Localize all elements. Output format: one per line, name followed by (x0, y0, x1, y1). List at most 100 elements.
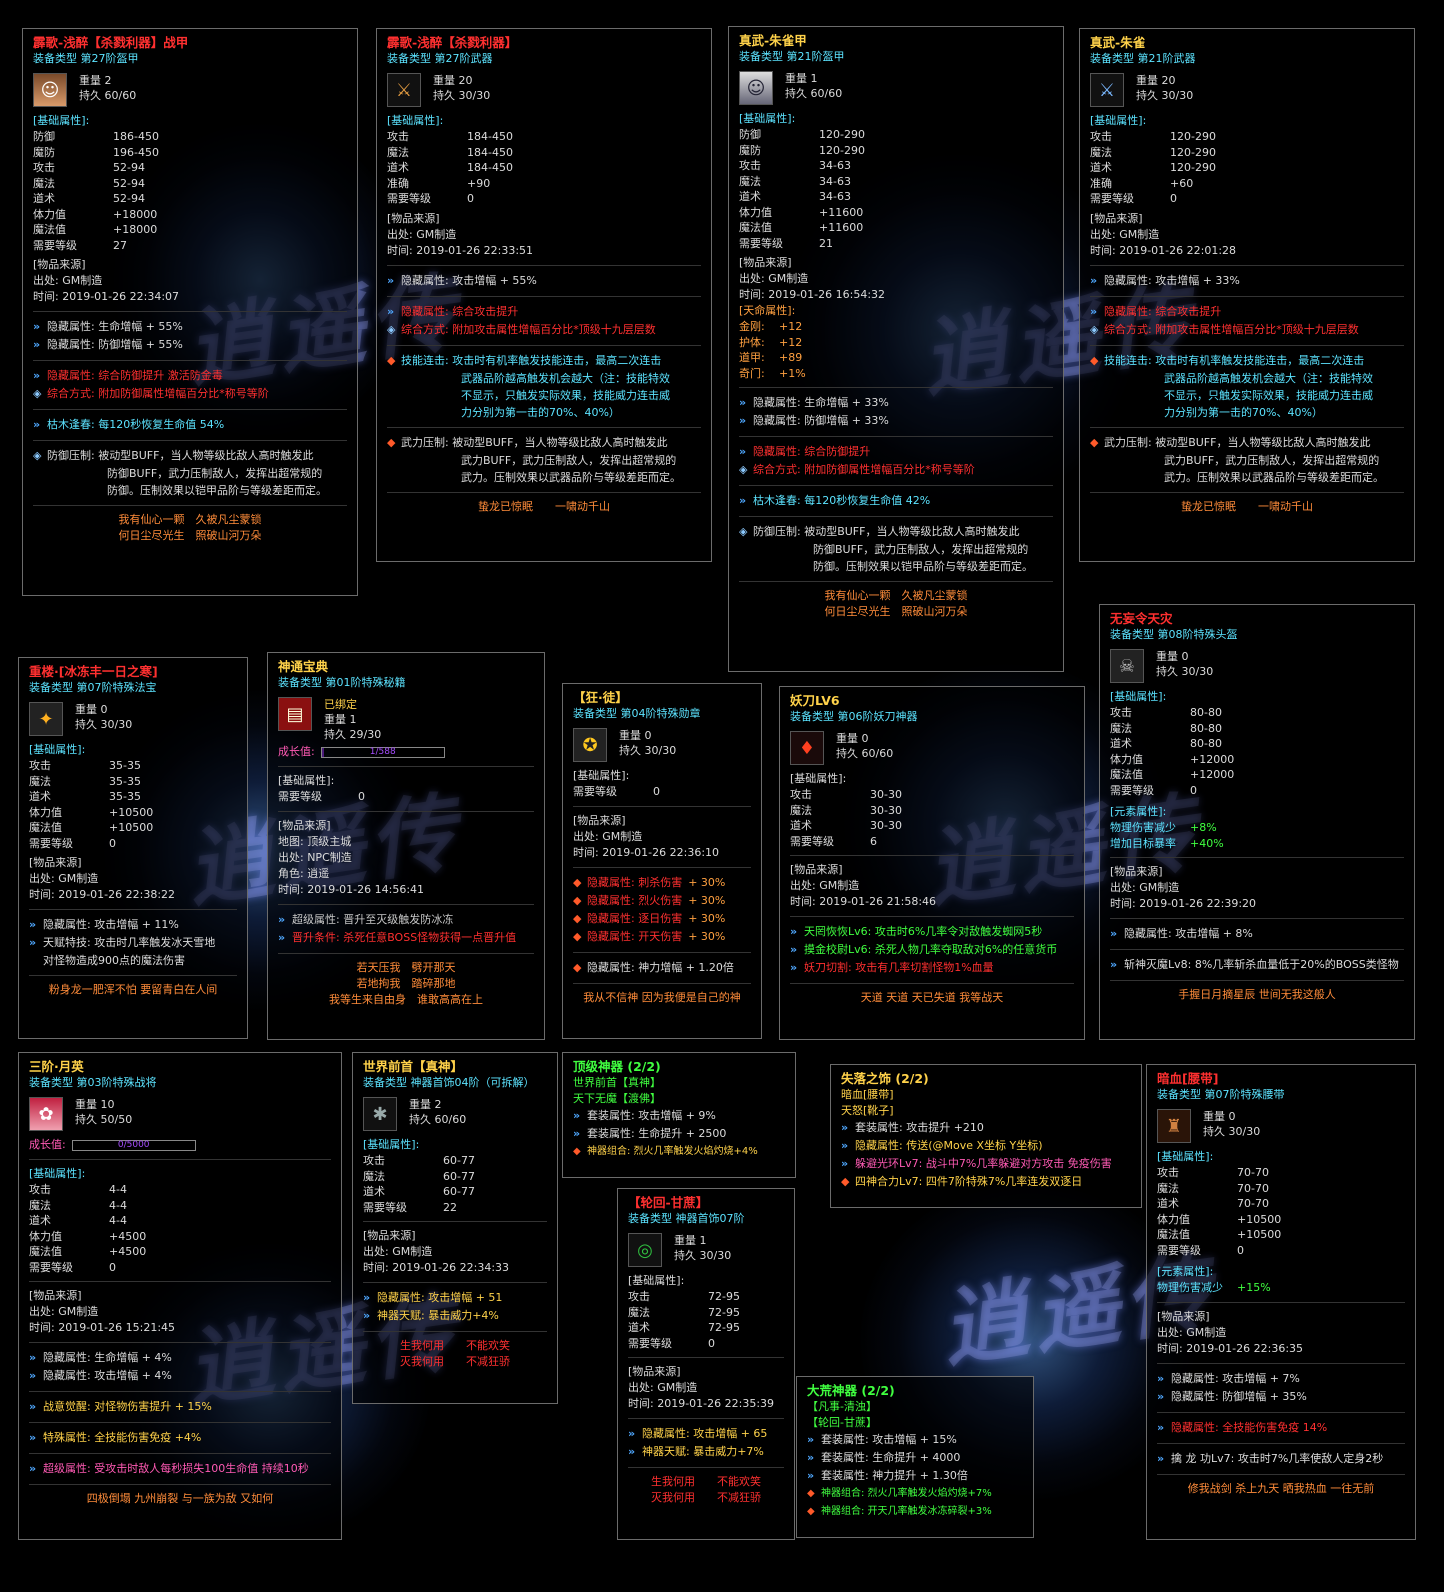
hidden-attr: »隐藏属性: 生命增幅 + 55% (33, 320, 183, 333)
item-motto: 四极倒塌 九州崩裂 与一族为敌 又如何 (86, 1492, 274, 1505)
stat-value: +12000 (1190, 768, 1235, 781)
source-origin: 出处: GM制造 (1157, 1325, 1227, 1339)
set-member: 暗血[腰带] (841, 1088, 894, 1101)
item-weight: 重量 1 (785, 72, 818, 85)
source-label: [物品来源] (739, 256, 792, 269)
item-durability: 持久 60/60 (785, 87, 843, 100)
stat-value: 35-35 (109, 759, 141, 772)
stat-name: 体力值 (739, 205, 772, 219)
stat-row: 道甲:+89 (739, 350, 1053, 366)
source-origin: 出处: GM制造 (628, 1381, 698, 1394)
item-durability: 持久 30/30 (619, 744, 677, 757)
awaken-attr: »战意觉醒: 对怪物伤害提升 + 15% (29, 1400, 212, 1413)
hidden-attr: »隐藏属性: 防御增幅 + 33% (739, 414, 889, 427)
source-origin: 出处: GM制造 (1090, 227, 1160, 241)
gold-medal-icon: ✪ (573, 728, 607, 762)
spider-ring-icon: ✱ (363, 1097, 397, 1131)
demon-blade-icon: ♦ (790, 731, 824, 765)
base-attributes-label: [基础属性]: (363, 1138, 420, 1151)
stat-value: 120-290 (1170, 130, 1216, 143)
source-label: [物品来源] (387, 211, 440, 225)
item-title: 三阶·月英 (29, 1059, 84, 1074)
hidden-attr: »隐藏属性: 综合攻击提升 (1090, 304, 1222, 318)
stat-value: 34-63 (819, 190, 851, 203)
item-weight: 重量 2 (79, 74, 112, 87)
item-motto: 我等生来自由身 谁敢高高在上 (329, 992, 483, 1006)
stat-name: 魔法值 (739, 221, 772, 234)
stat-name: 护体: (739, 335, 765, 349)
four-gods: ◆四神合力Lv7: 四件7阶特殊7%几率连发双逐日 (841, 1175, 1083, 1188)
item-title: 【狂·徒】 (573, 690, 628, 705)
stat-value: +1% (779, 366, 806, 380)
source-origin: 出处: GM制造 (387, 227, 457, 241)
source-time: 时间: 2019-01-26 22:34:07 (33, 290, 180, 303)
stat-value: 35-35 (109, 774, 141, 788)
source-time: 时间: 2019-01-26 22:33:51 (387, 243, 534, 257)
item-type: 装备类型 第08阶特殊头盔 (1110, 628, 1238, 641)
stat-name: 魔法 (33, 176, 55, 190)
suppress-attr: ◈防御压制: 被动型BUFF，当人物等级比敌人高时触发此 (33, 449, 314, 462)
item-motto: 灭我何用 不减狂骄 (651, 1491, 761, 1504)
item-title: 真武-朱雀 (1090, 35, 1146, 50)
item-title: 世界前首【真神】 (363, 1059, 464, 1074)
regen-attr: »枯木逢春: 每120秒恢复生命值 42% (739, 494, 931, 507)
hidden-attr: »隐藏属性: 综合防御提升 (739, 445, 871, 458)
hidden-damage-list: ◆隐藏属性: 刺杀伤害+ 30%◆隐藏属性: 烈火伤害+ 30%◆隐藏属性: 逐… (573, 874, 751, 946)
stat-value: 0 (653, 785, 660, 798)
stat-name: 魔法 (790, 803, 812, 817)
skill-desc: 不显示，只触发实际效果，技能威力连击威 (1164, 388, 1373, 402)
stat-name: 魔法 (1110, 721, 1132, 735)
item-type: 装备类型 第03阶特殊战将 (29, 1076, 157, 1089)
stat-name: 攻击 (739, 159, 761, 172)
stat-row: 体力值+18000 (33, 207, 347, 223)
stat-name: 攻击 (29, 759, 51, 772)
source-time: 时间: 2019-01-26 14:56:41 (278, 882, 425, 896)
stat-value: 6 (870, 834, 877, 848)
item-weight: 重量 0 (1156, 650, 1189, 663)
growth-label: 成长值: (278, 745, 315, 758)
hidden-damage-attr: ◆隐藏属性: 逐日伤害+ 30% (573, 911, 726, 925)
suppress-attr: ◈防御压制: 被动型BUFF，当人物等级比敌人高时触发此 (739, 525, 1020, 538)
stat-value: +11600 (819, 221, 864, 234)
base-attributes-label: [基础属性]: (1110, 690, 1167, 703)
item-type: 装备类型 神器首饰07阶 (628, 1212, 745, 1225)
stat-value: 80-80 (1190, 706, 1222, 719)
stat-row: 体力值+12000 (1110, 752, 1404, 768)
element-attributes-label: [元素属性]: (1110, 805, 1167, 818)
item-weight: 重量 0 (619, 729, 652, 742)
suppress-desc: 防御BUFF，武力压制敌人，发挥出超常规的 (107, 467, 323, 480)
stat-value: 0 (1170, 192, 1177, 205)
stat-value: 0 (708, 1336, 715, 1350)
item-type: 装备类型 第07阶特殊法宝 (29, 681, 157, 694)
stat-name: 防御 (33, 130, 55, 143)
source-origin: 出处: NPC制造 (278, 850, 352, 864)
stat-value: 184-450 (467, 161, 513, 174)
hidden-attr: »隐藏属性: 防御增幅 + 35% (1157, 1389, 1307, 1403)
skill-desc: 武器品阶越高触发机会越大（注：技能特效 (461, 371, 670, 385)
warrior-portrait-icon: ✿ (29, 1097, 63, 1131)
stat-name: 魔法值 (1110, 768, 1143, 781)
stat-value: 120-290 (1170, 161, 1216, 174)
item-durability: 持久 30/30 (1156, 665, 1214, 678)
suppress-attr: ◆武力压制: 被动型BUFF，当人物等级比敌人高时触发此 (1090, 435, 1371, 449)
stat-value: 80-80 (1190, 737, 1222, 750)
set-member: 【凡事-清浊】 (807, 1400, 877, 1413)
source-label: [物品来源] (1157, 1309, 1210, 1323)
stat-value: +12 (779, 320, 803, 333)
stat-row: 准确+90 (387, 176, 701, 192)
fate-attributes-label: [天命属性]: (739, 304, 796, 317)
item-weight: 重量 20 (433, 74, 473, 87)
stat-name: 魔法值 (29, 1245, 62, 1258)
stat-row: 体力值+11600 (739, 205, 1053, 221)
